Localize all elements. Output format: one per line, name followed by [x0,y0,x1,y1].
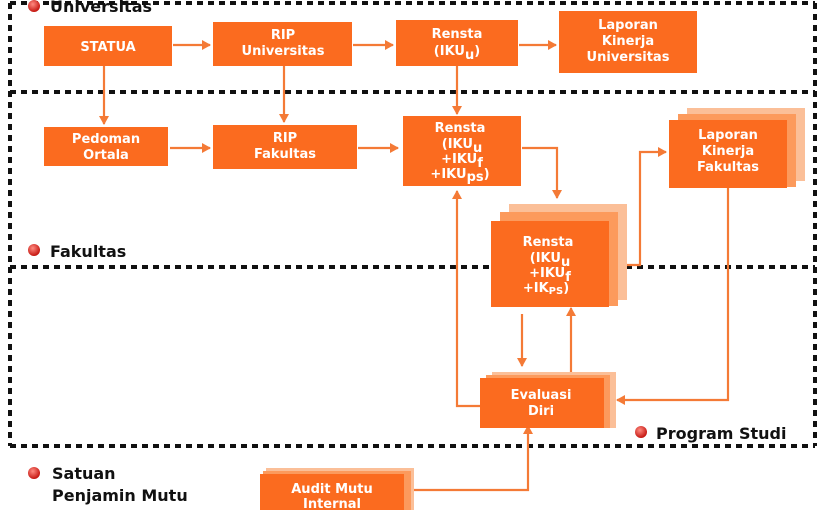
box-renstra-fak-line2: (IKUu [442,137,482,156]
box-laporan-univ-line3: Universitas [587,50,670,65]
box-renstra-universitas: Rensta (IKUu) [396,20,518,66]
box-laporan-fak-line2: Kinerja [702,144,754,159]
bullet-icon [28,244,40,256]
box-renstra-ps-line2: (IKUu [530,251,570,270]
box-audit-line1: Audit Mutu [291,482,372,497]
box-rip-univ-line1: RIP [271,28,295,43]
box-laporan-univ-line2: Kinerja [602,34,654,49]
box-audit-mutu-internal: Audit Mutu Internal [260,468,414,510]
box-renstra-fak-line4: +IKUps) [430,167,489,185]
box-laporan-kinerja-universitas: Laporan Kinerja Universitas [559,11,697,73]
arrow-renstra-ps-laporan-fak [627,147,667,267]
box-renstra-univ-line2: (IKUu) [434,44,480,63]
arrow-laporan-fak-evaluasi [616,188,730,405]
zone-label-universitas: Universitas [28,0,152,16]
box-evaluasi-line2: Diri [528,404,554,419]
box-rip-fak-line2: Fakultas [254,147,316,162]
box-evaluasi-line1: Evaluasi [511,388,572,403]
box-laporan-univ-line1: Laporan [598,18,658,33]
box-renstra-ps-line3: +IKUf [529,266,571,285]
zone-program-studi-text: Program Studi [656,424,787,443]
box-pedoman-ortala: Pedoman Ortala [44,127,168,166]
box-pedoman-line2: Ortala [83,148,129,163]
zone-universitas-text: Universitas [50,0,152,16]
box-renstra-univ-line1: Rensta [432,27,483,42]
box-renstra-fakultas: Rensta (IKUu +IKUf +IKUps) [403,116,521,186]
box-laporan-fak-line3: Fakultas [697,160,759,175]
box-laporan-kinerja-fakultas: Laporan Kinerja Fakultas [669,108,805,188]
zone-label-spm: Satuan Penjamin Mutu [28,464,188,505]
box-rip-fakultas: RIP Fakultas [213,125,357,169]
arrow-evaluasi-renstra-fak [452,190,481,408]
zone-borders [8,1,817,448]
box-statua: STATUA [44,26,172,66]
zone-label-program-studi: Program Studi [635,424,787,443]
bullet-icon [28,0,40,12]
bullet-icon [28,467,40,479]
box-rip-universitas: RIP Universitas [213,22,352,66]
connectors [99,40,730,492]
box-renstra-ps-line4: +IKPS) [523,281,569,297]
box-pedoman-line1: Pedoman [72,132,140,147]
zone-spm-line1: Satuan [52,464,116,483]
box-rip-univ-line2: Universitas [242,44,325,59]
box-rip-fak-line1: RIP [273,131,297,146]
bullet-icon [635,426,647,438]
zone-spm-line2: Penjamin Mutu [52,486,188,505]
box-renstra-fak-line1: Rensta [435,121,486,136]
box-renstra-program-studi: Rensta (IKUu +IKUf +IKPS) [491,204,627,307]
arrow-audit-evaluasi [400,425,533,492]
arrow-renstra-fak-renstra-ps [522,146,562,199]
box-audit-line2: Internal [303,497,361,510]
box-laporan-fak-line1: Laporan [698,128,758,143]
zone-fakultas-text: Fakultas [50,242,126,261]
box-renstra-ps-line1: Rensta [523,235,574,250]
box-statua-text: STATUA [80,40,135,55]
box-evaluasi-diri: Evaluasi Diri [480,372,616,428]
zone-label-fakultas: Fakultas [28,242,126,261]
box-renstra-fak-line3: +IKUf [441,152,483,171]
